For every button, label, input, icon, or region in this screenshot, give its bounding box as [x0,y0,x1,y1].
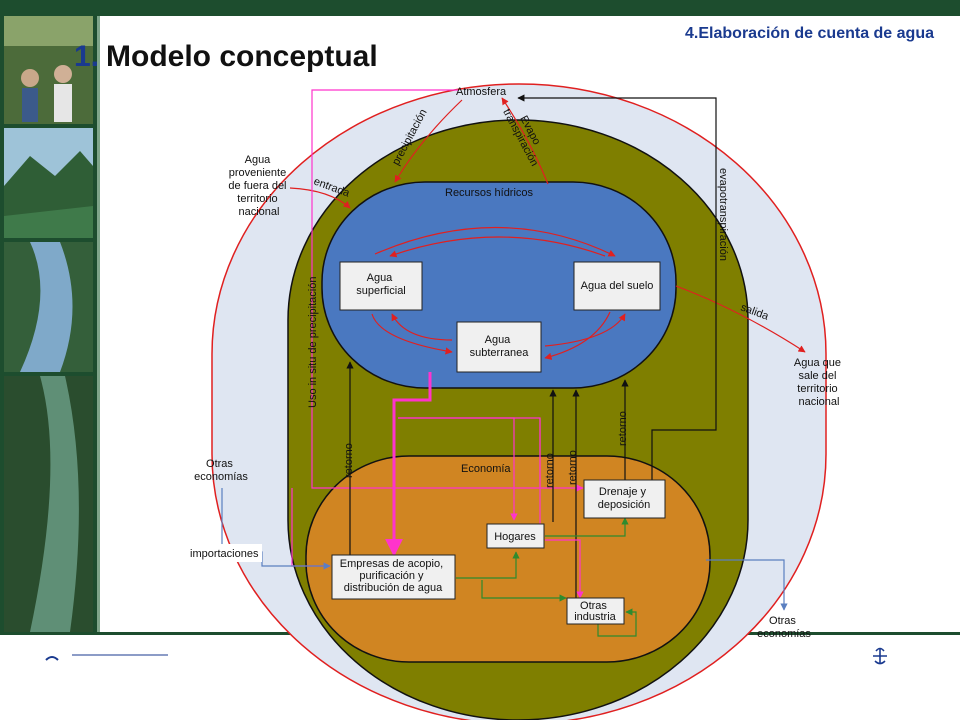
economy-label: Economía [461,463,511,475]
households-label: Hogares [494,531,536,543]
households-box [486,523,545,549]
water-resources-region [321,181,677,389]
groundwater-box [456,321,542,373]
evapotranspiration-long-label: evapotranspiración [717,168,729,261]
water-leaving-label: Agua que sale del territorio nacional [794,357,844,408]
top-banner [0,0,960,16]
other-industry-box [566,597,625,625]
return-label-3: retorno [567,450,579,485]
companies-line-2: purificación y [359,570,424,582]
imports-label: importaciones [190,548,259,560]
groundwater-line-2: subterranea [470,347,530,359]
groundwater-label: Agua subterranea [470,334,530,359]
title-number: 1. [74,40,100,73]
water-from-outside-line-5: nacional [239,206,280,218]
drainage-label: Drenaje y deposición [598,486,651,511]
water-from-outside-line-4: territorio [237,193,277,205]
other-industry-line-2: industria [574,611,616,623]
water-from-outside-line-2: proveniente [229,167,287,179]
atmosphere-label: Atmosfera [456,86,507,98]
footer-logo [45,654,168,661]
surface-water-box [339,261,423,311]
water-leaving-line-2: sale del [799,370,837,382]
surface-water-line-2: superficial [356,285,406,297]
soil-water-box [573,261,661,311]
water-leaving-line-4: nacional [799,396,840,408]
drainage-box [583,479,666,519]
companies-line-3: distribución de agua [344,582,443,594]
water-from-outside-line-3: de fuera del [228,180,286,192]
imports-label-box [190,544,262,562]
other-economies-left-line-2: economías [194,471,248,483]
drainage-line-1: Drenaje y [599,486,647,498]
sidebar-photo-strip [0,16,97,632]
companies-line-1: Empresas de acopio, [340,558,443,570]
return-label-4: retorno [617,411,629,446]
other-economies-bottom-label: Otras economías [757,615,811,640]
water-leaving-line-3: territorio [797,383,837,395]
section-title: 4.Elaboración de cuenta de agua [685,25,934,42]
other-economies-bottom-line-2: economías [757,628,811,640]
other-industry-label: Otras industria [574,600,616,623]
sidebar-photos [4,16,93,632]
fleur-icon [873,647,887,665]
companies-box [331,554,456,600]
surface-water-label: Agua superficial [356,272,406,297]
water-resources-label: Recursos hídricos [445,187,534,199]
soil-water-label: Agua del suelo [581,280,654,292]
other-industry-line-1: Otras [580,600,607,612]
drainage-line-2: deposición [598,499,651,511]
water-from-outside-line-1: Agua [245,154,272,166]
other-economies-bottom-line-1: Otras [769,615,796,627]
groundwater-line-1: Agua [485,334,512,346]
sidebar-divider [97,16,100,632]
return-label-2: retorno [544,453,556,488]
companies-label: Empresas de acopio, purificación y distr… [340,558,446,594]
other-economies-left-label: Otras economías [194,458,248,483]
other-economies-left-line-1: Otras [206,458,233,470]
page-title: Modelo conceptual [106,40,378,73]
surface-water-line-1: Agua [367,272,394,284]
return-label-1: retorno [343,443,355,478]
water-leaving-line-1: Agua que [794,357,841,369]
water-from-outside-label: Agua proveniente de fuera del territorio… [228,154,289,218]
in-situ-use-label: Uso in situ de precipitación [307,277,319,408]
